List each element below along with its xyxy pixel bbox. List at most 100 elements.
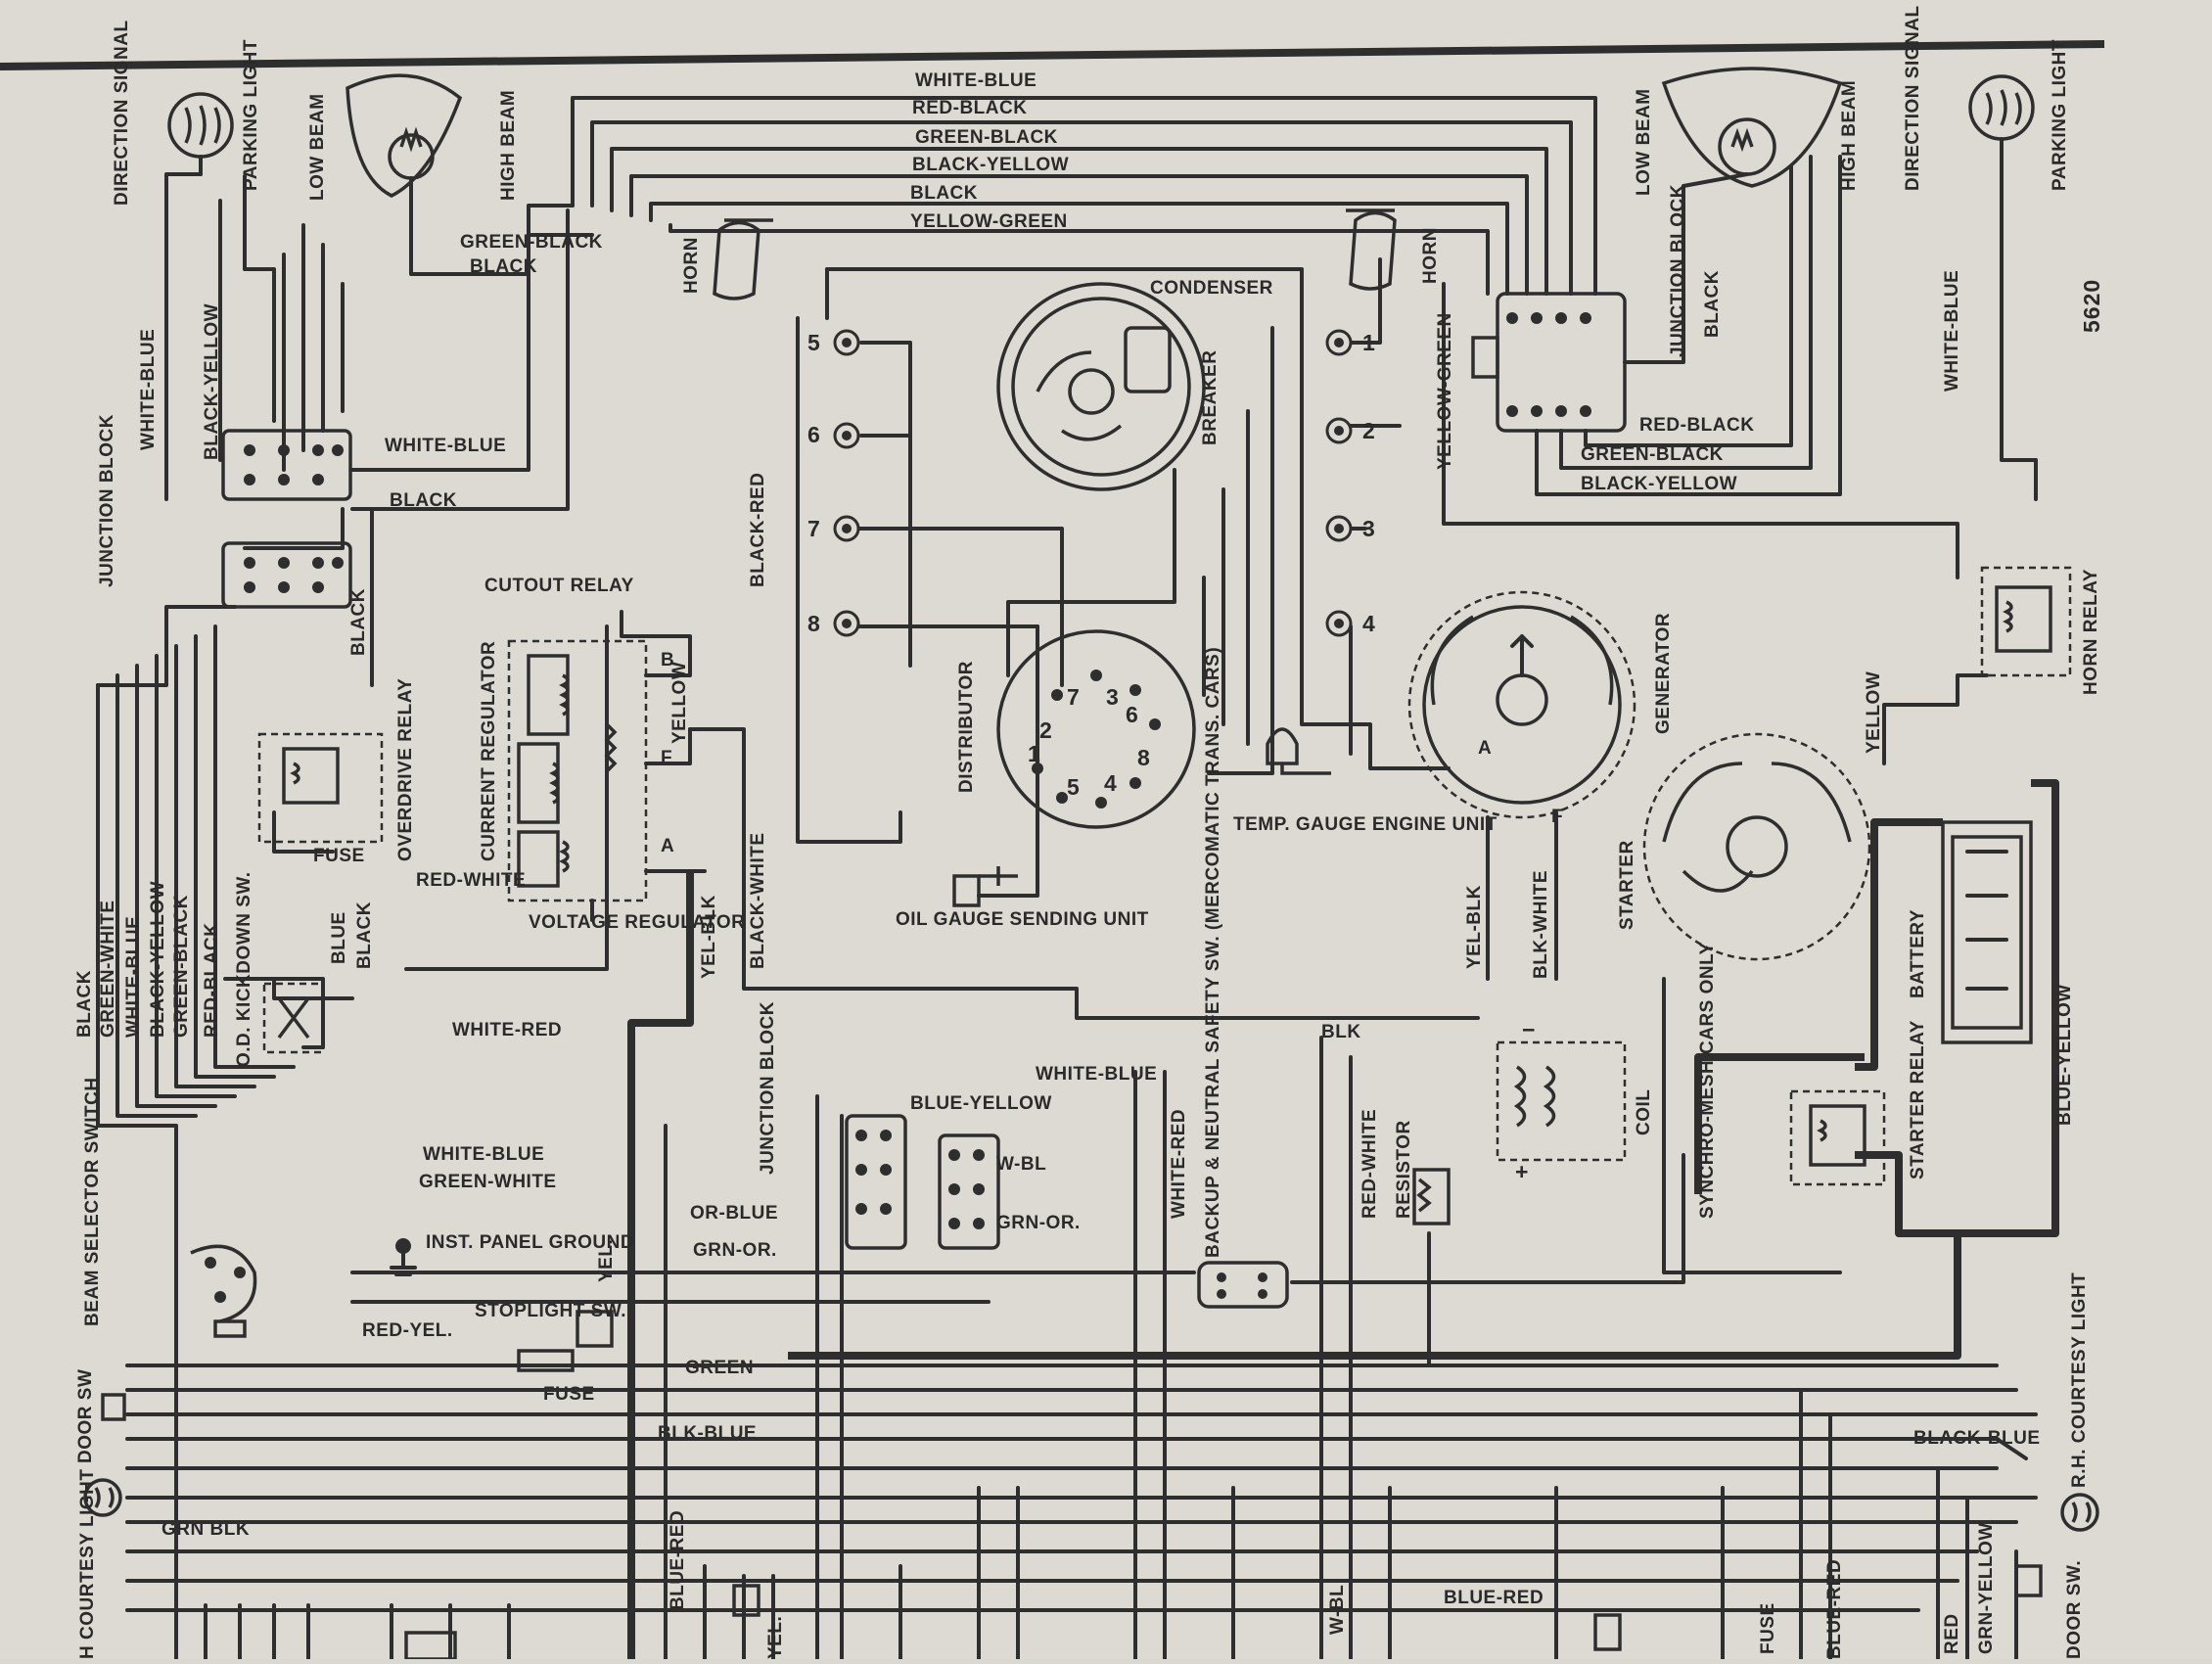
inst-panel-ground-label: INST. PANEL GROUND bbox=[426, 1232, 634, 1253]
direction-signal-left bbox=[167, 92, 234, 176]
wire-label-yellow-green-2: YELLOW-GREEN bbox=[1435, 312, 1455, 470]
parking-light-right-label: PARKING LIGHT bbox=[2050, 39, 2070, 191]
wire-label-blk: BLK bbox=[1321, 1022, 1361, 1042]
horn-left-label: HORN bbox=[681, 237, 702, 294]
junction-block-left bbox=[221, 429, 352, 609]
voltage-regulator-label: VOLTAGE REGULATOR bbox=[529, 912, 745, 933]
harness-label-white-blue: WHITE-BLUE bbox=[123, 916, 144, 1038]
lh-courtesy-label: H COURTESY LIGHT bbox=[77, 1469, 98, 1660]
wire-label-black-yellow-2: BLACK-YELLOW bbox=[202, 303, 222, 460]
door-switch-right-label: DOOR SW. bbox=[2064, 1560, 2085, 1659]
wire-label-red-white-2: RED-WHITE bbox=[1359, 1109, 1380, 1219]
wire-label-black-4: BLACK bbox=[348, 588, 369, 656]
beam-selector-label: BEAM SELECTOR SWITCH bbox=[82, 1077, 103, 1326]
beam-selector-switch bbox=[190, 1244, 257, 1338]
cap-terminal-2: 2 bbox=[1039, 717, 1053, 743]
cutout-relay-label-1: CUTOUT RELAY bbox=[484, 576, 634, 596]
horn-right-label: HORN bbox=[1420, 227, 1441, 284]
temp-gauge-engine-unit bbox=[1266, 727, 1331, 775]
terminal-4: 4 bbox=[1362, 611, 1376, 636]
stoplight-switch-label: STOPLIGHT SW. bbox=[475, 1301, 626, 1321]
condenser-breaker bbox=[996, 282, 1206, 491]
backup-neutral-switch bbox=[1197, 1261, 1289, 1309]
wire-label-red: RED bbox=[1942, 1613, 1962, 1654]
wire-label-red-white: RED-WHITE bbox=[416, 870, 526, 891]
right-front-wiring bbox=[1442, 155, 2038, 579]
wire-label-black-6: BLACK bbox=[354, 901, 375, 969]
starter-label: STARTER bbox=[1617, 840, 1637, 930]
parking-light-left-label: PARKING LIGHT bbox=[241, 39, 261, 191]
starter-motor bbox=[1642, 732, 1871, 961]
coil-label: COIL bbox=[1634, 1089, 1654, 1135]
wire-label-black: BLACK bbox=[910, 183, 978, 204]
lower-wiring-bus bbox=[125, 977, 2043, 1661]
wire-label-grn-blk: GRN BLK bbox=[161, 1519, 250, 1540]
wire-label-white-red: WHITE-RED bbox=[452, 1020, 562, 1040]
high-beam-right-label: HIGH BEAM bbox=[1839, 80, 1860, 191]
terminal-8: 8 bbox=[807, 611, 821, 636]
condenser-label: CONDENSER bbox=[1150, 278, 1273, 299]
wire-label-white-red-2: WHITE-RED bbox=[1169, 1109, 1189, 1219]
wire-label-red-black: RED-BLACK bbox=[912, 98, 1027, 118]
horn-relay bbox=[1882, 566, 2072, 765]
overdrive-relay bbox=[257, 732, 384, 854]
cap-terminal-5: 5 bbox=[1067, 774, 1081, 800]
wire-label-green-black-2: GREEN-BLACK bbox=[460, 232, 603, 253]
wire-label-yellow-green: YELLOW-GREEN bbox=[910, 211, 1068, 232]
wire-label-blue-red-3: BLUE-RED bbox=[1824, 1559, 1845, 1659]
od-kickdown-label: O.D. KICKDOWN SW. bbox=[234, 871, 254, 1067]
wire-label-black-red: BLACK-RED bbox=[748, 473, 768, 587]
wire-label-yellow-2: YELLOW bbox=[1864, 671, 1884, 754]
oil-gauge-sending-unit bbox=[952, 624, 1039, 907]
wire-label-white-blue-4: WHITE-BLUE bbox=[1942, 270, 1962, 392]
wire-label-red-yel: RED-YEL. bbox=[362, 1320, 453, 1341]
stoplight-switch bbox=[517, 1310, 614, 1372]
terminal-2: 2 bbox=[1362, 418, 1376, 443]
distributor-label: DISTRIBUTOR bbox=[956, 661, 977, 793]
terminal-6: 6 bbox=[807, 422, 821, 447]
harness-label-red-black: RED-BLACK bbox=[202, 923, 222, 1038]
harness-label-black-yellow: BLACK-YELLOW bbox=[148, 881, 168, 1038]
overdrive-relay-label: OVERDRIVE RELAY bbox=[395, 678, 416, 861]
wire-label-yellow-1: YELLOW bbox=[669, 662, 690, 744]
wire-label-blue-red-1: BLUE-RED bbox=[668, 1510, 688, 1610]
wire-label-black-5: BLACK bbox=[1702, 270, 1723, 338]
reg-terminal-b: B bbox=[661, 650, 674, 670]
battery-label: BATTERY bbox=[1908, 909, 1928, 998]
left-main-harness bbox=[96, 605, 609, 1661]
wire-label-w-bl: W-BL bbox=[996, 1154, 1046, 1175]
backup-switch-label: BACKUP & NEUTRAL SAFETY SW. (MERCOMATIC … bbox=[1203, 647, 1223, 1258]
inst-panel-ground bbox=[390, 1238, 417, 1276]
stoplight-fuse-label: FUSE bbox=[543, 1384, 595, 1405]
wire-label-green: GREEN bbox=[685, 1358, 754, 1378]
wire-label-blue-yellow: BLUE-YELLOW bbox=[2054, 984, 2075, 1126]
wire-label-white-blue-2: WHITE-BLUE bbox=[385, 436, 506, 456]
wire-label-blue-red-2: BLUE-RED bbox=[1444, 1588, 1544, 1608]
low-beam-right bbox=[1661, 67, 1843, 188]
terminal-5: 5 bbox=[807, 330, 821, 355]
breaker-label: BREAKER bbox=[1200, 350, 1221, 445]
gen-terminal-f: F bbox=[1551, 807, 1563, 827]
synchromesh-label: SYNCHRO-MESH CARS ONLY bbox=[1697, 942, 1718, 1219]
horn-relay-label: HORN RELAY bbox=[2081, 569, 2101, 695]
wire-label-black-3: BLACK bbox=[390, 490, 457, 511]
generator-label: GENERATOR bbox=[1653, 613, 1674, 734]
wire-label-yel-blk-2: YEL-BLK bbox=[1464, 885, 1485, 969]
wire-label-yel-blk: YEL-BLK bbox=[699, 895, 719, 979]
junction-block-right-label: JUNCTION BLOCK bbox=[1668, 184, 1688, 357]
wire-label-or-blue: OR-BLUE bbox=[690, 1203, 778, 1224]
oil-gauge-label: OIL GAUGE SENDING UNIT bbox=[896, 909, 1149, 930]
reg-terminal-f: F bbox=[661, 748, 672, 768]
ignition-coil bbox=[1496, 1040, 1627, 1162]
resistor-label: RESISTOR bbox=[1394, 1120, 1414, 1219]
wire-label-grn-or: GRN-OR. bbox=[996, 1213, 1081, 1233]
current-regulator-label: CURRENT REGULATOR bbox=[479, 641, 499, 861]
low-beam-left-label: LOW BEAM bbox=[307, 93, 328, 201]
low-beam-left bbox=[346, 73, 463, 198]
horn-right bbox=[1346, 208, 1397, 291]
temp-gauge-label: TEMP. GAUGE ENGINE UNIT bbox=[1233, 814, 1498, 835]
horn-left bbox=[713, 218, 773, 300]
resistor bbox=[1412, 1168, 1451, 1225]
left-front-wiring bbox=[164, 172, 594, 687]
